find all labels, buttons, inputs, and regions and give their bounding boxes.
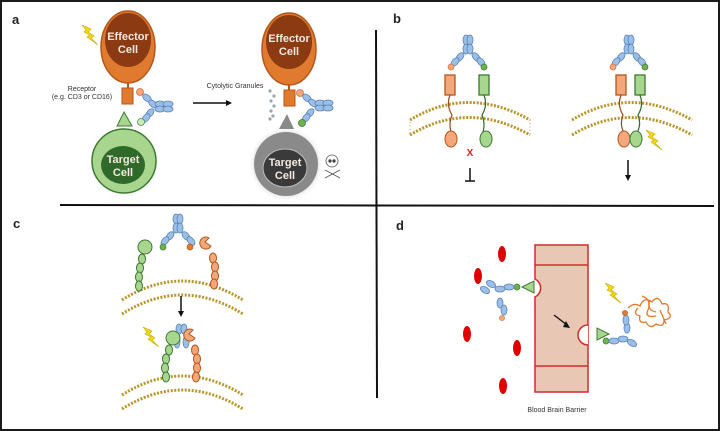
- skull-and-crossbones-icon: [324, 154, 341, 179]
- green-receptor: [634, 74, 646, 96]
- cell-membrane-bottom: [121, 374, 244, 411]
- lightning-bolt-icon: [142, 326, 160, 348]
- green-receptor-chain-bound: [161, 330, 181, 383]
- process-arrow: [178, 296, 184, 317]
- lightning-bolt-icon: [604, 282, 622, 304]
- red-blood-cells: [463, 246, 521, 394]
- effector-cell-right: Effector Cell: [261, 12, 317, 107]
- antibody-icon: [602, 310, 637, 348]
- effector-cell-left-line2: Cell: [118, 44, 138, 56]
- effector-cell-right-line2: Cell: [279, 46, 299, 58]
- lightning-bolt-icon: [645, 129, 663, 151]
- panel-b-label: b: [393, 11, 401, 26]
- bbb-label: Blood Brain Barrier: [527, 407, 587, 414]
- panel-d: d Blood Brain Barrier: [396, 218, 671, 414]
- target-cell-dead: Target Cell: [248, 114, 324, 202]
- orange-receptor-chain-bound: [183, 328, 201, 383]
- orange-receptor: [444, 74, 456, 96]
- activation-arrow: [625, 160, 631, 181]
- blocked-marker: X: [467, 148, 474, 159]
- blood-brain-barrier: [534, 244, 589, 393]
- cell-membrane-top: [121, 279, 244, 316]
- panel-b: b X: [393, 11, 693, 182]
- target-cell-dead-line1: Target: [269, 157, 302, 169]
- cell-membrane-left: [409, 101, 531, 137]
- cytolytic-granules: [268, 89, 276, 121]
- green-receptor-chain: [135, 239, 153, 292]
- horizontal-divider: [59, 204, 715, 207]
- protein-aggregate: [627, 295, 671, 328]
- receptor-label-line2: (e.g. CD3 or CD16): [52, 94, 112, 101]
- antibody-icon: [610, 34, 648, 69]
- cell-membrane-right: [571, 101, 693, 137]
- antibody-icon: [296, 89, 334, 127]
- inhibition-symbol: [465, 168, 475, 182]
- panel-c-label: c: [13, 216, 20, 231]
- lightning-bolt-icon: [81, 24, 99, 46]
- antibody-icon: [449, 34, 487, 69]
- panel-a: a Effector Cell Receptor (e.g. CD3 or CD…: [12, 10, 341, 202]
- effector-cell-left: Effector Cell: [100, 10, 156, 105]
- effector-cell-left-line1: Effector: [107, 31, 149, 43]
- antibody-icon: [480, 279, 521, 321]
- antibody-icon: [136, 88, 174, 126]
- target-cell-left-line2: Cell: [113, 167, 133, 179]
- panel-a-label: a: [12, 12, 20, 27]
- orange-receptor: [615, 74, 627, 96]
- green-receptor: [478, 74, 490, 96]
- effector-cell-right-line1: Effector: [268, 33, 310, 45]
- antibody-icon: [159, 213, 197, 248]
- target-cell-dead-line2: Cell: [275, 170, 295, 182]
- orange-receptor-chain: [199, 236, 219, 290]
- granules-label: Cytolytic Granules: [207, 83, 264, 90]
- panel-d-label: d: [396, 218, 404, 233]
- vertical-divider: [375, 29, 378, 399]
- target-cell-left-line1: Target: [107, 154, 140, 166]
- target-cell-left: Target Cell: [91, 110, 157, 194]
- panel-c: c: [13, 213, 244, 411]
- receptor-label-line1: Receptor: [68, 86, 97, 93]
